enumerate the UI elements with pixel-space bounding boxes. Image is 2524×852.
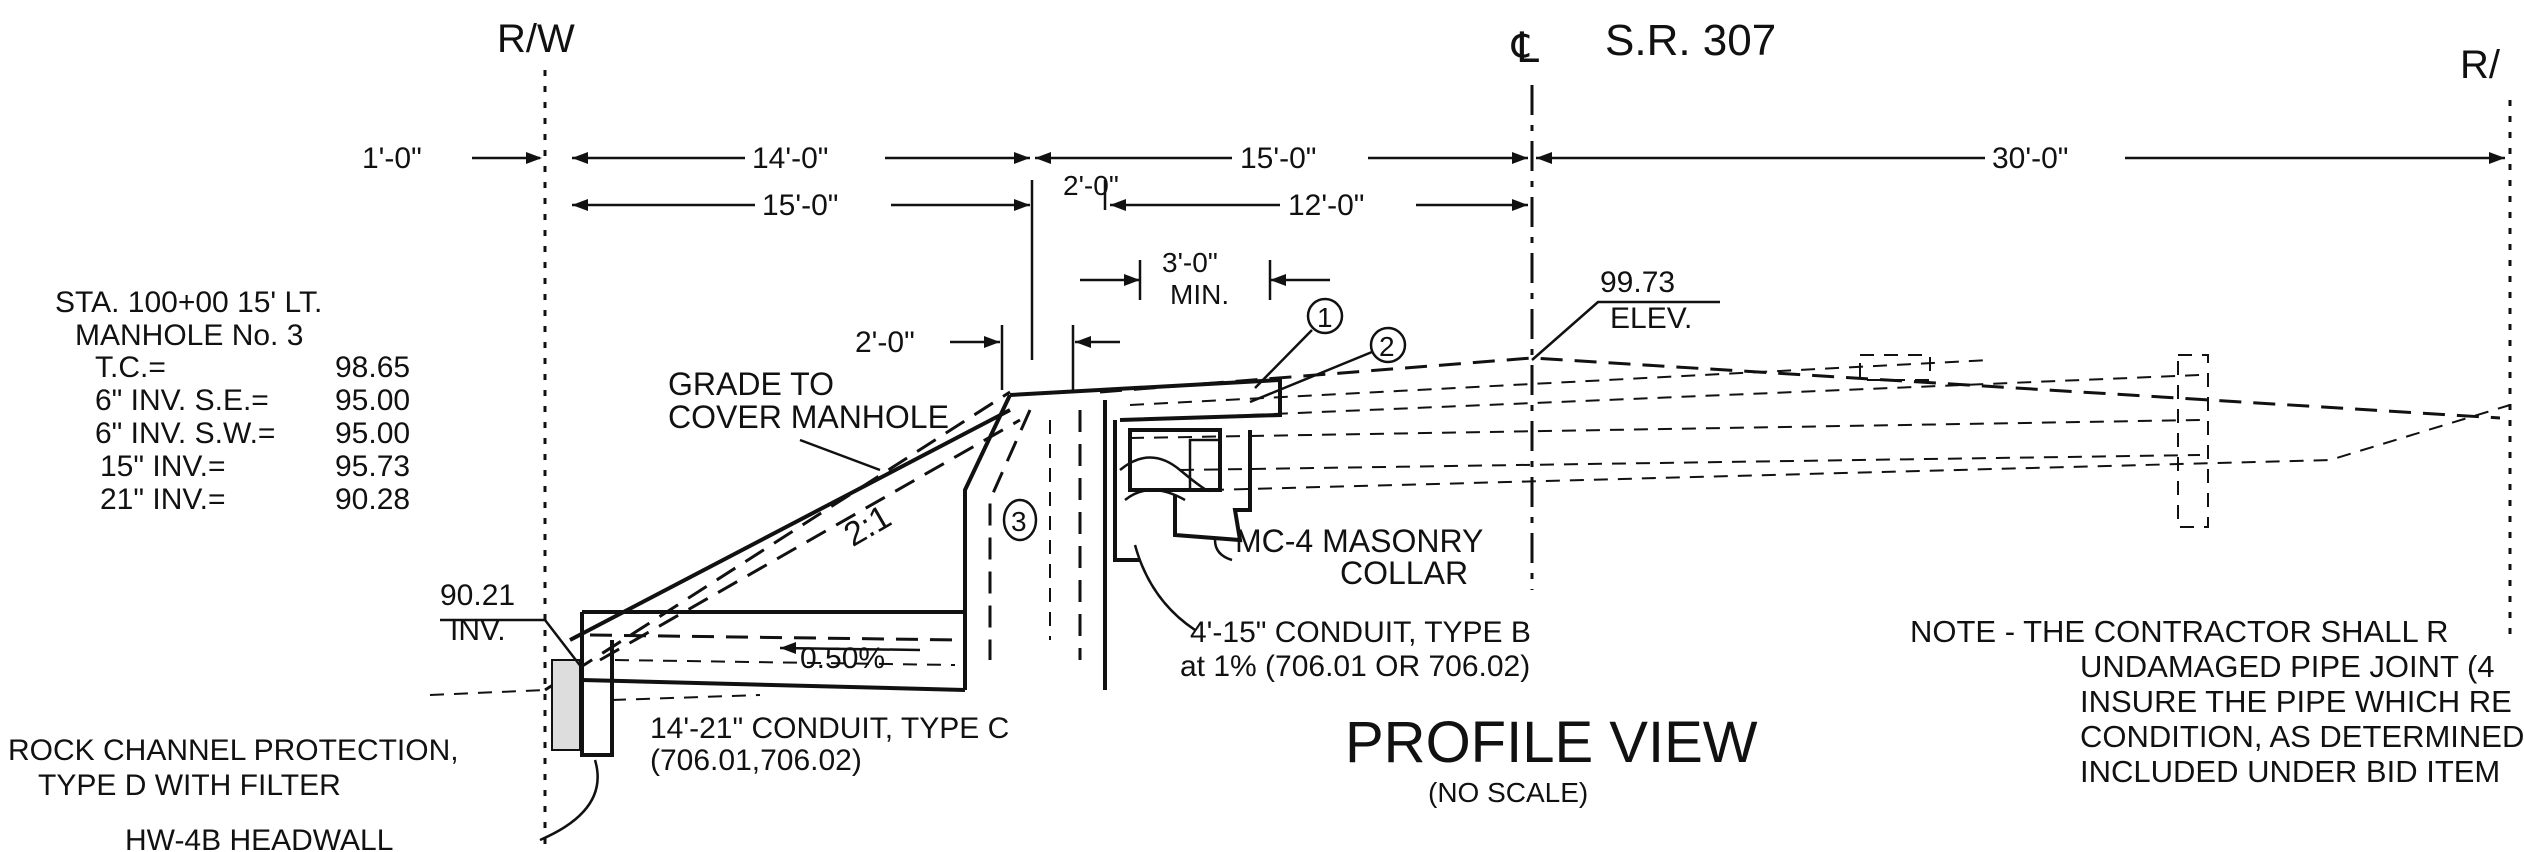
collar-label-1: MC-4 MASONRY — [1235, 523, 1483, 559]
slope-line — [569, 408, 1011, 642]
road-profile-4 — [1129, 419, 2201, 439]
conduit-21-inner — [589, 633, 961, 642]
dim-14ft-arrow-r — [1014, 152, 1030, 164]
manhole-label: MANHOLE No. 3 — [75, 319, 303, 352]
info-row-value: 95.00 — [335, 384, 410, 417]
rw-left-label: R/W — [497, 17, 575, 61]
dim-30ft-arrow-l — [1536, 152, 1552, 164]
road-profile-5 — [1179, 454, 2201, 471]
elev-leader — [1531, 300, 1720, 361]
slope-label: 2:1 — [838, 498, 898, 555]
centerline-symbol: ℄ — [1511, 24, 1539, 71]
dim-12ft-arrow-l — [1110, 199, 1126, 211]
elev-text: ELEV. — [1610, 302, 1692, 335]
existing-grade-line — [544, 390, 1011, 692]
info-row-label: 15" INV.= — [100, 450, 225, 483]
callout-1-circle — [1306, 297, 1344, 335]
dim-1ft-label: 1'-0" — [362, 142, 422, 175]
manhole-wall-l — [963, 394, 1012, 690]
callout-3-circle — [1002, 498, 1038, 542]
conduit-21-inner2 — [614, 659, 956, 666]
dim-2ft-left-label: 2'-0" — [855, 326, 915, 359]
dim-3ft-min: MIN. — [1170, 279, 1229, 310]
grade-label-2: COVER MANHOLE — [668, 399, 949, 435]
inner-slope-line — [599, 418, 1021, 662]
note-line: UNDAMAGED PIPE JOINT (4 — [2080, 649, 2495, 684]
callout-2: 2 — [1379, 331, 1395, 362]
dim-15ft-low-label: 15'-0" — [762, 189, 838, 222]
conduit-b-leader — [1133, 544, 1196, 632]
dim-15ft-top-arrow-l — [1035, 152, 1051, 164]
route-label: S.R. 307 — [1605, 16, 1776, 65]
callout-3: 3 — [1011, 506, 1027, 537]
collar-leader — [1213, 539, 1233, 562]
conduit-b-label-2: at 1% (706.01 OR 706.02) — [1180, 650, 1530, 683]
dim-12ft-label: 12'-0" — [1288, 189, 1364, 222]
info-row-value: 98.65 — [335, 351, 410, 384]
elev-value: 99.73 — [1600, 266, 1675, 299]
manhole-inner-l — [988, 409, 1032, 660]
dim-3ft-label: 3'-0" — [1162, 247, 1218, 278]
dim-15ft-low-arrow-r — [1014, 199, 1030, 211]
view-title: PROFILE VIEW — [1345, 710, 1758, 775]
info-row-label: T.C.= — [95, 351, 166, 384]
pipe-end-2 — [2177, 354, 2209, 528]
conduit-21-bottom — [581, 678, 966, 692]
view-subtitle: (NO SCALE) — [1428, 777, 1588, 808]
note-line: INCLUDED UNDER BID ITEM — [2080, 754, 2500, 789]
note-line: INSURE THE PIPE WHICH RE — [2080, 684, 2512, 719]
dim-2ft-top-label: 2'-0" — [1063, 170, 1119, 201]
collar-shape — [1173, 430, 1252, 543]
dim-12ft-arrow-r — [1512, 199, 1528, 211]
info-row-label: 21" INV.= — [100, 483, 225, 516]
dim-30ft-label: 30'-0" — [1992, 142, 2068, 175]
dim-1ft-arrow — [526, 152, 542, 164]
note-line: NOTE - THE CONTRACTOR SHALL R — [1910, 614, 2449, 649]
dim-15ft-low-arrow-l — [572, 199, 588, 211]
conduit-c-label-1: 14'-21" CONDUIT, TYPE C — [650, 712, 1009, 745]
headwall-label: HW-4B HEADWALL — [125, 824, 393, 852]
info-row-label: 6" INV. S.W.= — [95, 417, 275, 450]
percent-arrow — [779, 646, 921, 652]
inv-leader — [440, 618, 583, 669]
grade-label-1: GRADE TO — [668, 366, 834, 402]
pipe-end-1 — [1859, 354, 1931, 381]
collar-label-2: COLLAR — [1340, 555, 1468, 591]
note-line: CONDITION, AS DETERMINED — [2080, 719, 2524, 754]
info-row-value: 95.73 — [335, 450, 410, 483]
grade-leader — [799, 438, 881, 472]
percent-label: 0.50% — [800, 642, 885, 675]
headwall-box — [580, 612, 614, 757]
station-label: STA. 100+00 15' LT. — [55, 286, 322, 319]
rock-label-2: TYPE D WITH FILTER — [38, 769, 341, 802]
rock-channel — [551, 659, 581, 751]
callout-1: 1 — [1317, 302, 1333, 333]
manhole-top — [1009, 377, 1282, 422]
pipe-15-wave — [1119, 456, 1212, 502]
road-profile-6 — [1209, 404, 2511, 491]
manhole-step — [1113, 420, 1140, 562]
dim-15ft-top-arrow-r — [1512, 152, 1528, 164]
callout-2-circle — [1369, 326, 1407, 364]
ground-line — [429, 689, 761, 701]
rock-label-1: ROCK CHANNEL PROTECTION, — [8, 734, 459, 767]
dim-30ft-arrow-r — [2489, 152, 2505, 164]
road-profile-3 — [1129, 374, 2201, 421]
inv-value: 90.21 — [440, 579, 515, 612]
dim-15ft-top-label: 15'-0" — [1240, 142, 1316, 175]
info-row-value: 90.28 — [335, 483, 410, 516]
headwall-leader — [539, 759, 599, 842]
dim-14ft-arrow-l — [572, 152, 588, 164]
rw-right-label: R/ — [2460, 43, 2501, 87]
conduit-c-label-2: (706.01,706.02) — [650, 744, 862, 777]
inv-text: INV. — [450, 614, 506, 647]
info-row-value: 95.00 — [335, 417, 410, 450]
dim-14ft-label: 14'-0" — [752, 142, 828, 175]
conduit-b-label-1: 4'-15" CONDUIT, TYPE B — [1190, 616, 1531, 649]
road-profile-1 — [1099, 356, 2501, 420]
info-row-label: 6" INV. S.E.= — [95, 384, 269, 417]
